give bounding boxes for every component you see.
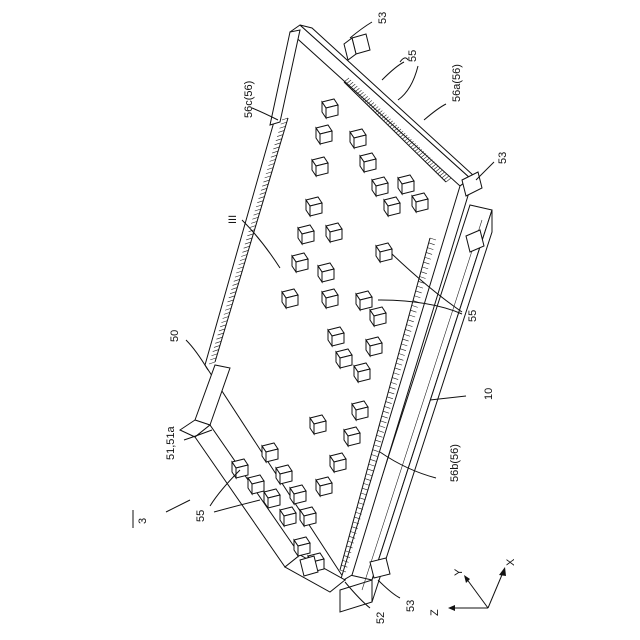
component-block xyxy=(282,289,298,308)
label-56c: 56c(56) xyxy=(243,81,255,118)
component-block xyxy=(322,99,338,118)
label-56b: 56b(56) xyxy=(449,444,461,482)
component-block xyxy=(330,453,346,472)
component-block xyxy=(300,507,316,526)
component-block xyxy=(344,427,360,446)
axis-triad: Z Y X xyxy=(429,558,517,616)
component-block xyxy=(292,253,308,272)
label-3: 3 xyxy=(137,518,149,524)
component-block xyxy=(290,485,306,504)
label-56a: 56a(56) xyxy=(451,64,463,102)
component-block xyxy=(350,129,366,148)
label-10: 10 xyxy=(483,388,495,400)
component-block xyxy=(248,475,264,494)
label-III: III xyxy=(227,215,239,224)
component-block xyxy=(306,197,322,216)
component-block xyxy=(356,291,372,310)
latch-53-top xyxy=(344,34,370,60)
component-block xyxy=(312,157,328,176)
component-block xyxy=(352,401,368,420)
component-block xyxy=(316,477,332,496)
component-block xyxy=(370,307,386,326)
component-block xyxy=(326,223,342,242)
component-block xyxy=(412,193,428,212)
axis-label-y: Y xyxy=(453,568,465,576)
component-block xyxy=(310,415,326,434)
component-block xyxy=(384,197,400,216)
label-55-top: 55 xyxy=(407,50,419,62)
component-block xyxy=(294,537,310,556)
component-block xyxy=(280,507,296,526)
axis-label-x: X xyxy=(505,558,517,566)
component-block xyxy=(328,327,344,346)
component-block xyxy=(322,289,338,308)
label-51: 51,51a xyxy=(165,425,177,460)
component-block xyxy=(372,177,388,196)
component-block xyxy=(318,263,334,282)
label-53-bottom: 53 xyxy=(405,600,417,612)
label-55-mid: 55 xyxy=(467,310,479,322)
label-55-left: 55 xyxy=(195,510,207,522)
component-block xyxy=(276,465,292,484)
component-block xyxy=(316,125,332,144)
label-53-top: 53 xyxy=(377,12,389,24)
component-block xyxy=(264,489,280,508)
label-50: 50 xyxy=(169,330,181,342)
component-block xyxy=(336,349,352,368)
label-52: 52 xyxy=(375,612,387,624)
component-block xyxy=(298,225,314,244)
axis-label-z: Z xyxy=(429,609,441,616)
component-block xyxy=(398,175,414,194)
component-block xyxy=(360,153,376,172)
label-53-right: 53 xyxy=(497,152,509,164)
component-block xyxy=(262,443,278,462)
component-block xyxy=(354,363,370,382)
component-block xyxy=(376,243,392,262)
component-block xyxy=(366,337,382,356)
